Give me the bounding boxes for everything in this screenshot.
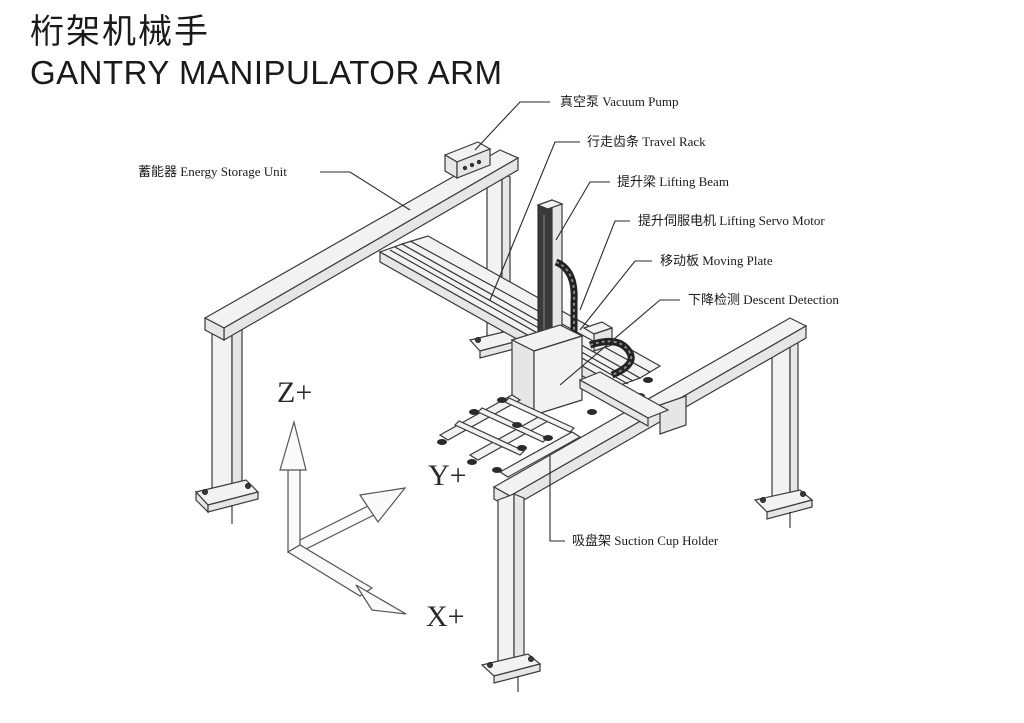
label-energy-storage: 蓄能器 Energy Storage Unit — [138, 164, 287, 179]
cross-beam — [578, 371, 670, 428]
suction-cup-holder — [437, 377, 653, 478]
leg-front-right — [753, 333, 814, 528]
label-suction-cup-holder: 吸盘架 Suction Cup Holder — [572, 533, 719, 548]
back-beam — [203, 149, 520, 342]
axis-label-y: Y+ — [428, 459, 467, 492]
vacuum-pump — [443, 141, 492, 180]
lifting-assembly — [510, 199, 635, 416]
axis-label-x: X+ — [426, 600, 465, 633]
label-lifting-servo-motor: 提升伺服电机 Lifting Servo Motor — [638, 213, 825, 228]
label-vacuum-pump: 真空泵 Vacuum Pump — [560, 94, 678, 109]
axis-arrows — [279, 419, 407, 615]
label-travel-rack: 行走齿条 Travel Rack — [587, 134, 706, 149]
page-title-chinese: 桁架机械手 — [30, 12, 210, 52]
leg-front-left — [480, 493, 542, 692]
page-title-english: GANTRY MANIPULATOR ARM — [30, 54, 503, 91]
axis-label-z: Z+ — [277, 376, 312, 409]
leader-lines — [320, 101, 680, 542]
leg-back-left — [194, 317, 260, 524]
label-lifting-beam: 提升梁 Lifting Beam — [617, 174, 729, 189]
label-descent-detection: 下降检测 Descent Detection — [688, 292, 839, 307]
label-moving-plate: 移动板 Moving Plate — [660, 253, 773, 268]
